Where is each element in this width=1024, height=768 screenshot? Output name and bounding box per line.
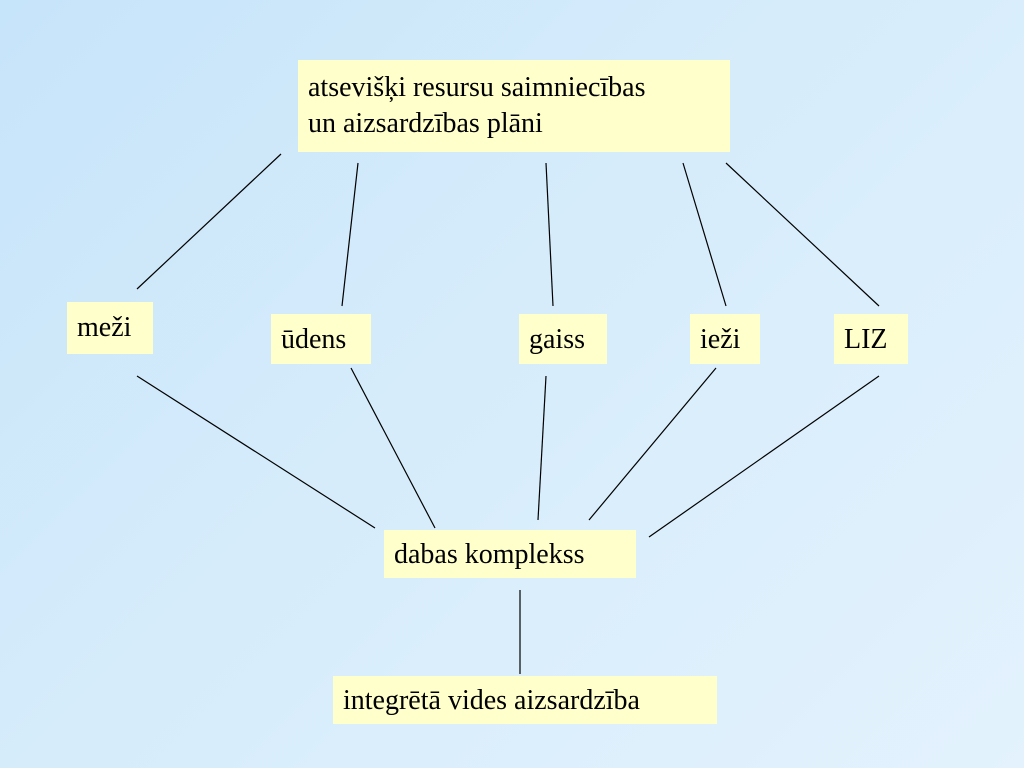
connector-top-mezi [136, 153, 282, 290]
connector-liz-dabas [648, 375, 880, 538]
connector-top-udens [341, 162, 359, 307]
connector-udens-dabas [350, 367, 436, 529]
resource-box-liz: LIZ [834, 314, 908, 364]
connector-top-liz [725, 162, 880, 307]
integrated-protection-box: integrētā vides aizsardzība [333, 676, 717, 724]
management-plans-box: atsevišķi resursu saimniecības un aizsar… [298, 60, 730, 152]
resource-box-air: gaiss [519, 314, 607, 364]
nature-complex-box: dabas komplekss [384, 530, 636, 578]
resource-box-forests: meži [67, 302, 153, 354]
resource-box-water: ūdens [271, 314, 371, 364]
management-plans-line2: un aizsardzības plāni [308, 108, 543, 139]
connector-iezi-dabas [588, 367, 717, 521]
connector-top-gaiss [545, 162, 554, 307]
connector-gaiss-dabas [537, 375, 547, 521]
connector-mezi-dabas [136, 375, 376, 529]
connector-top-iezi [682, 162, 727, 307]
resource-box-rocks: ieži [690, 314, 760, 364]
management-plans-line1: atsevišķi resursu saimniecības [308, 72, 646, 103]
